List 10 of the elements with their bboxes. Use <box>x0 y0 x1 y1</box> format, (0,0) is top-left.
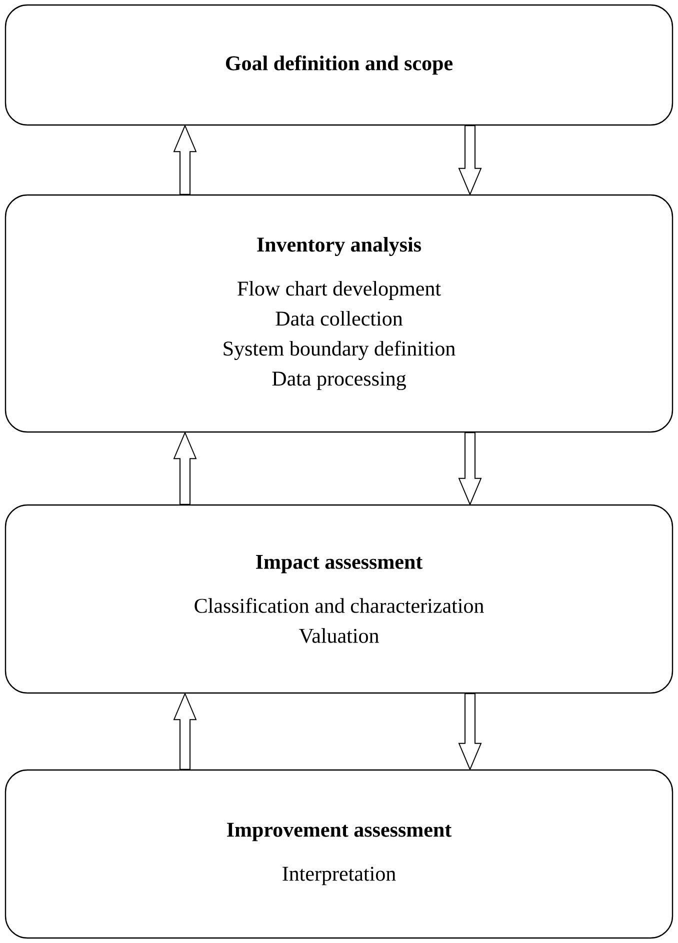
process-box: Goal definition and scope <box>4 4 674 126</box>
process-box: Improvement assessment Interpretation <box>4 769 674 939</box>
process-box: Inventory analysis Flow chart development Data collection System boundary definition Data processing <box>4 194 674 433</box>
process-box: Impact assessment Classification and characterization Valuation <box>4 504 674 694</box>
block-arrow <box>458 693 482 771</box>
block-arrow <box>173 692 197 770</box>
block-arrow <box>173 431 197 505</box>
block-arrow <box>458 432 482 506</box>
block-arrow <box>173 124 197 195</box>
block-arrow <box>458 125 482 196</box>
